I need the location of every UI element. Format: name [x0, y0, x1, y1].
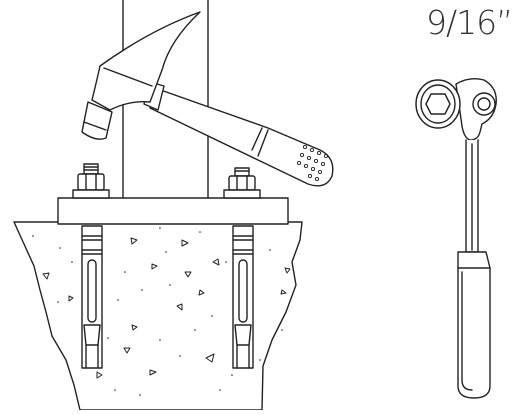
base-plate [57, 197, 289, 225]
anchor-right [232, 225, 254, 369]
bolt-nut-left [72, 163, 110, 199]
sand-dots [32, 227, 283, 396]
wrench-size-label: 9/16” [426, 3, 513, 42]
anchor-left [81, 225, 103, 369]
concrete-footing [13, 221, 303, 411]
aggregate-stones [42, 237, 291, 379]
grip-dots [296, 144, 329, 182]
bolt-nut-right [223, 167, 261, 199]
hammer-icon [81, 11, 334, 187]
socket-ratchet-icon [415, 77, 497, 399]
